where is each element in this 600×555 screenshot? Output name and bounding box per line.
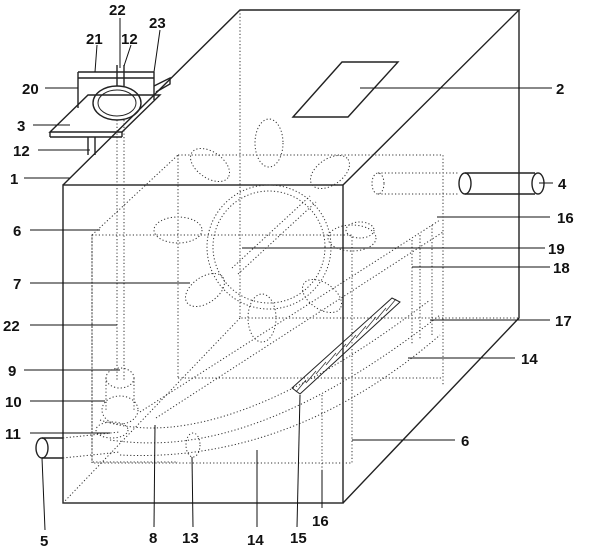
label-22-top: 22 [109,2,126,19]
feed-hopper-assembly [48,65,171,380]
label-6-right: 6 [461,433,469,450]
label-12-left: 12 [13,143,30,160]
slanted-trough [99,219,444,456]
label-11: 11 [5,426,21,443]
label-18: 18 [553,260,570,277]
label-22-left: 22 [3,318,20,335]
housing-hidden-diagonal [62,317,241,504]
label-19: 19 [548,241,565,258]
label-23: 23 [149,15,166,32]
label-13: 13 [182,530,199,547]
hopper-ring [92,85,142,121]
label-10: 10 [5,394,22,411]
housing-hidden-edges [239,10,519,319]
housing-box [62,9,521,504]
label-15: 15 [290,530,307,547]
label-16-right: 16 [557,210,574,227]
label-16-bottom: 16 [312,513,329,530]
label-12-top: 12 [121,31,138,48]
hopper-plate [48,94,162,133]
label-20: 20 [22,81,39,98]
label-8: 8 [149,530,157,547]
housing-top-face [62,9,521,186]
inlet-pipe [35,431,121,459]
label-14-right: 14 [521,351,538,368]
housing-right-face [342,10,520,504]
inner-frame [91,154,444,464]
top-panel [291,61,400,118]
reference-numerals: 1 2 3 4 5 6 6 7 8 9 10 11 12 12 13 14 14… [3,2,574,550]
label-6-left: 6 [13,223,21,240]
label-3: 3 [17,118,25,135]
filter-screen [291,225,433,500]
leader-lines [24,18,553,531]
label-5: 5 [40,533,48,550]
label-14-bottom: 14 [247,532,264,549]
label-4: 4 [558,176,567,193]
outlet-pipe [371,172,545,195]
label-17: 17 [555,313,572,330]
label-7: 7 [13,276,21,293]
label-1: 1 [10,171,18,188]
housing-front-face [62,184,344,504]
label-21: 21 [86,31,103,48]
lower-drive-mechanism [95,221,375,458]
impeller-ring [206,184,332,310]
label-2: 2 [556,81,564,98]
label-9: 9 [8,363,16,380]
